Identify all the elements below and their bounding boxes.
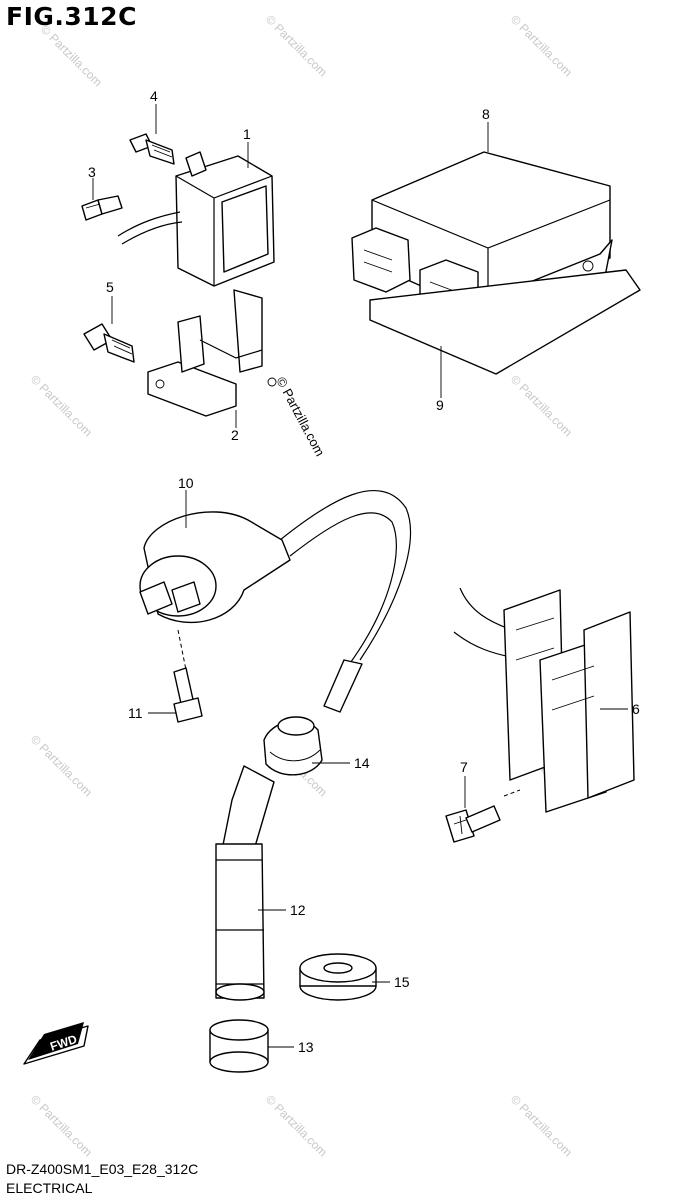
callout-11: 11 xyxy=(128,705,143,721)
bolt-part-11 xyxy=(173,667,203,723)
callout-12: 12 xyxy=(290,902,306,918)
cushion-part-3 xyxy=(81,195,123,221)
callout-13: 13 xyxy=(298,1039,314,1055)
watermark-text: © Partzilla.com xyxy=(508,12,575,79)
callout-4: 4 xyxy=(150,88,158,104)
watermark-text: © Partzilla.com xyxy=(508,1092,575,1159)
watermark-text: © Partzilla.com xyxy=(38,22,105,89)
callout-14: 14 xyxy=(354,755,370,771)
callout-1: 1 xyxy=(243,126,251,142)
callout-2: 2 xyxy=(231,427,239,443)
watermark-text: © Partzilla.com xyxy=(508,372,575,439)
seal-part-14 xyxy=(263,716,323,776)
figure-code: DR-Z400SM1_E03_E28_312C xyxy=(6,1161,199,1177)
bolt-part-4 xyxy=(129,133,175,165)
callout-15: 15 xyxy=(394,974,410,990)
callout-8: 8 xyxy=(482,106,490,122)
fwd-badge: FWD xyxy=(23,1022,89,1065)
cap-boot-part-13 xyxy=(209,1019,269,1073)
watermark-text: © Partzilla.com xyxy=(28,732,95,799)
callout-5: 5 xyxy=(106,279,114,295)
spark-plug-cap-part-12 xyxy=(215,765,275,1001)
watermark-featured-text: © Partzilla.com xyxy=(273,374,327,458)
cdi-pad-part-9 xyxy=(369,269,641,375)
watermark-text: © Partzilla.com xyxy=(28,1092,95,1159)
watermark-text: © Partzilla.com xyxy=(263,1092,330,1159)
relay-bracket-part-2 xyxy=(147,289,277,417)
callouts: 1 2 3 4 5 6 7 8 9 10 11 12 13 14 15 xyxy=(88,88,640,1055)
watermark-text: © Partzilla.com xyxy=(263,12,330,79)
callout-7: 7 xyxy=(460,759,468,775)
section-name: ELECTRICAL xyxy=(6,1180,93,1196)
callout-6: 6 xyxy=(632,701,640,717)
relay-part-1 xyxy=(117,151,275,287)
screw-part-7 xyxy=(445,805,501,843)
callout-3: 3 xyxy=(88,164,96,180)
leader-lines xyxy=(92,104,628,1048)
ignition-coil-part-10 xyxy=(139,489,412,713)
figure-title: FIG.312C xyxy=(6,2,137,31)
callout-10: 10 xyxy=(178,475,194,491)
bolt-part-5 xyxy=(83,323,135,363)
grommet-part-15 xyxy=(299,953,377,1001)
regulator-rectifier-part-6 xyxy=(453,587,635,813)
callout-9: 9 xyxy=(436,397,444,413)
watermark-text: © Partzilla.com xyxy=(28,372,95,439)
